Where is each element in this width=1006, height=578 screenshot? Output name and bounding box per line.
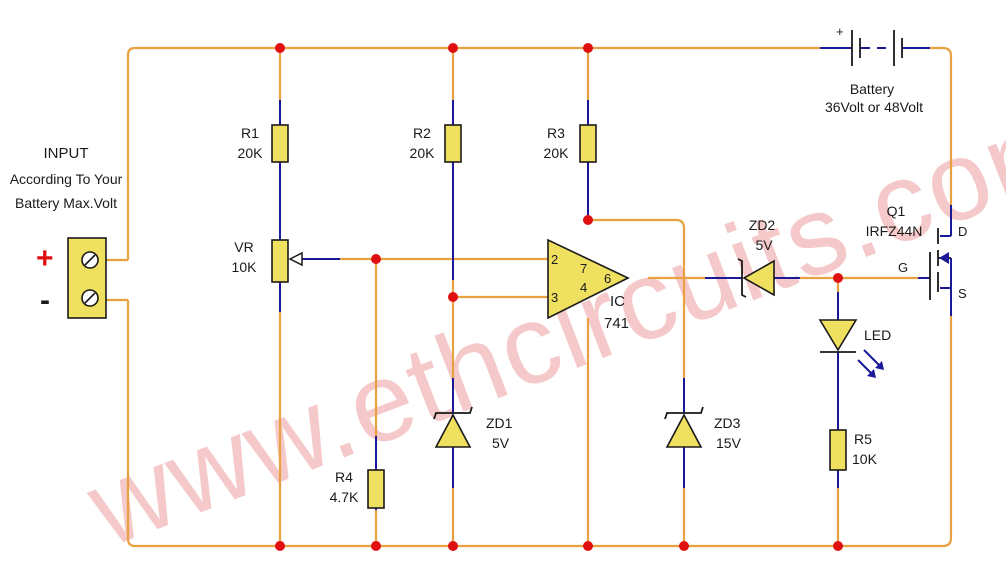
vr-name: VR [234, 239, 253, 255]
ic-pin-4: 4 [580, 280, 587, 295]
ic-pin-6: 6 [604, 271, 611, 286]
battery-spec: 36Volt or 48Volt [825, 99, 923, 115]
input-title: INPUT [44, 145, 89, 162]
component-leads [279, 47, 952, 510]
r2-value: 20K [410, 145, 436, 161]
r5-resistor [829, 429, 847, 471]
zd2-name: ZD2 [749, 217, 776, 233]
q1-value: IRFZ44N [866, 223, 923, 239]
ic-pin-2: 2 [551, 252, 558, 267]
r4-name: R4 [335, 469, 353, 485]
q1-pin-s: S [958, 286, 967, 301]
led-name: LED [864, 327, 891, 343]
input-line2: According To Your [10, 171, 123, 187]
zd1-zener-diode [433, 406, 473, 448]
zd1-value: 5V [492, 435, 510, 451]
zd3-name: ZD3 [714, 415, 741, 431]
ic-pin-3: 3 [551, 290, 558, 305]
battery-plus-sign: + [836, 24, 844, 39]
q1-mosfet [929, 228, 951, 300]
zd3-value: 15V [716, 435, 742, 451]
r5-value: 10K [852, 451, 878, 467]
vr-wiper-arrow [288, 251, 303, 267]
led-diode [818, 319, 884, 378]
ic-741-op-amp [547, 238, 630, 320]
zd2-zener-diode [737, 258, 775, 298]
watermark: www.ethcircuits.com [71, 77, 1006, 571]
q1-pin-g: G [898, 260, 908, 275]
r2-resistor [444, 124, 462, 163]
r4-value: 4.7K [330, 489, 359, 505]
r3-resistor [579, 124, 597, 163]
ic-pin-7: 7 [580, 261, 587, 276]
r3-name: R3 [547, 125, 565, 141]
vr-potentiometer [271, 239, 289, 283]
q1-pin-d: D [958, 224, 967, 239]
zd2-value: 5V [755, 237, 773, 253]
battery-label: Battery [850, 81, 894, 97]
vr-value: 10K [232, 259, 258, 275]
input-minus-sign: - [40, 284, 50, 317]
r2-name: R2 [413, 125, 431, 141]
r1-value: 20K [238, 145, 264, 161]
ic-name: IC [610, 293, 625, 310]
r1-name: R1 [241, 125, 259, 141]
ic-value: 741 [604, 315, 629, 332]
q1-name: Q1 [887, 203, 906, 219]
input-terminal-block [67, 237, 107, 319]
r5-name: R5 [854, 431, 872, 447]
battery-symbol [851, 30, 903, 66]
junction-nodes [275, 43, 843, 551]
r3-value: 20K [544, 145, 570, 161]
r4-resistor [367, 469, 385, 509]
zd3-zener-diode [664, 406, 704, 448]
r1-resistor [271, 124, 289, 163]
input-line3: Battery Max.Volt [15, 195, 117, 211]
zd1-name: ZD1 [486, 415, 513, 431]
input-plus-sign: + [36, 242, 54, 275]
